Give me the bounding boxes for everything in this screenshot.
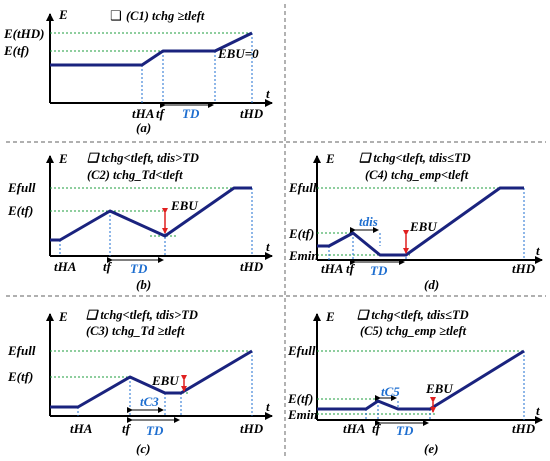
panel-e-label-td: TD	[396, 423, 414, 438]
panel-d-label-emin: Emin	[288, 248, 319, 263]
panel-b-label-efull: Efull	[7, 180, 36, 195]
panel-e-title-line2: (C5) tchg_emp ≥tleft	[360, 324, 467, 338]
panel-b-title-line1: ❑ tchg<tleft, tdis>TD	[87, 151, 199, 165]
panel-a-x-axis-label: t	[266, 86, 270, 101]
panel-d-label-tdis: tdis	[359, 214, 378, 229]
panel-d-label-tha: tHA	[321, 261, 344, 276]
panel-c-x-axis-label: t	[266, 399, 270, 414]
panel-a-label-td: TD	[182, 106, 200, 121]
panel-b-energy-curve	[50, 186, 252, 242]
panel-a-title-box: ❑	[110, 9, 122, 24]
panel-a-label-ef: E(tf)	[3, 43, 29, 58]
panel-d-label-efull: Efull	[288, 180, 317, 195]
panel-c-label-tf: tf	[122, 421, 132, 436]
panel-d-caption: (d)	[424, 277, 439, 292]
panel-b-title-line2: (C2) tchg_Td<tleft	[87, 168, 183, 182]
panel-d-label-thd: tHD	[512, 261, 536, 276]
panel-d-label-ebu: EBU	[409, 219, 437, 234]
panel-e-energy-curve	[317, 349, 525, 411]
panel-e-caption: (e)	[424, 441, 438, 456]
panel-c-label-efull: Efull	[7, 343, 36, 358]
panel-b-label-ef: E(tf)	[7, 203, 33, 218]
panel-b: ❑ tchg<tleft, tdis>TD (C2) tchg_Td<tleft…	[7, 151, 273, 292]
panel-e: ❑ tchg<tleft, tdis≤TD (C5) tchg_emp ≥tle…	[287, 308, 543, 456]
panel-a-title: (C1) tchg ≥tleft	[126, 9, 205, 23]
panel-c-title-line2: (C3) tchg_Td ≥tleft	[86, 324, 185, 338]
panel-b-y-axis-label: E	[58, 151, 68, 166]
panel-b-caption: (b)	[136, 277, 151, 292]
panel-d-label-ef: E(tf)	[288, 226, 314, 241]
panel-c: ❑ tchg<tleft, tdis>TD (C3) tchg_Td ≥tlef…	[7, 308, 273, 456]
panel-b-label-ebu: EBU	[170, 198, 198, 213]
panel-d-y-axis-label: E	[325, 151, 335, 166]
panel-c-energy-curve	[50, 349, 253, 409]
panel-b-label-td: TD	[130, 261, 148, 276]
panel-c-label-ebu: EBU	[151, 373, 179, 388]
panel-e-label-tc5: tC5	[381, 384, 400, 399]
panel-b-x-axis-label: t	[266, 239, 270, 254]
panel-d-title-line1: ❑ tchg<tleft, tdis≤TD	[359, 151, 471, 165]
panel-e-x-axis-label: t	[536, 403, 540, 418]
panel-b-label-tha: tHA	[54, 259, 77, 274]
panel-d-energy-curve	[317, 186, 524, 257]
panel-d-x-axis-label: t	[536, 243, 540, 258]
panel-a-y-axis-label: E	[58, 7, 68, 22]
panel-a-label-ebu: EBU=0	[217, 46, 259, 61]
panel-a-energy-curve	[50, 31, 253, 67]
panel-a-label-thd: tHD	[240, 106, 264, 121]
panel-d: ❑ tchg<tleft, tdis≤TD (C4) tchg_emp<tlef…	[288, 151, 543, 292]
panel-e-label-ebu: EBU	[425, 381, 453, 396]
panel-a-caption: (a)	[136, 120, 151, 135]
panel-e-label-emin: Emin	[287, 407, 318, 422]
panel-c-label-tha: tHA	[70, 421, 93, 436]
panel-e-label-tha: tHA	[343, 421, 366, 436]
panel-c-y-axis-label: E	[58, 309, 68, 324]
panel-c-label-thd: tHD	[240, 421, 264, 436]
panel-c-caption: (c)	[136, 441, 150, 456]
panel-a-label-tha: tHA	[132, 106, 155, 121]
panel-e-label-thd: tHD	[512, 421, 536, 436]
panel-c-label-ef: E(tf)	[7, 369, 33, 384]
panel-b-label-tf: tf	[103, 259, 113, 274]
panel-e-label-ef: E(tf)	[287, 391, 313, 406]
panel-c-label-tc3: tC3	[140, 394, 159, 409]
panel-d-label-tf: tf	[346, 261, 356, 276]
panel-c-title-line1: ❑ tchg<tleft, tdis>TD	[86, 308, 198, 322]
panel-a-label-ehd: E(tHD)	[3, 26, 44, 41]
panel-d-title-line2: (C4) tchg_emp<tleft	[365, 168, 469, 182]
panel-e-label-efull: Efull	[287, 343, 316, 358]
panel-a: ❑ (C1) tchg ≥tleft E t E(tHD) E(tf) EBU=…	[3, 7, 273, 135]
panel-e-y-axis-label: E	[325, 309, 335, 324]
panel-e-title-line1: ❑ tchg<tleft, tdis≤TD	[357, 308, 469, 322]
panel-a-label-tf: tf	[156, 106, 166, 121]
panel-d-label-td: TD	[370, 263, 388, 278]
panel-e-label-tf: tf	[372, 421, 382, 436]
panel-b-label-thd: tHD	[240, 259, 264, 274]
panel-c-label-td: TD	[146, 423, 164, 438]
